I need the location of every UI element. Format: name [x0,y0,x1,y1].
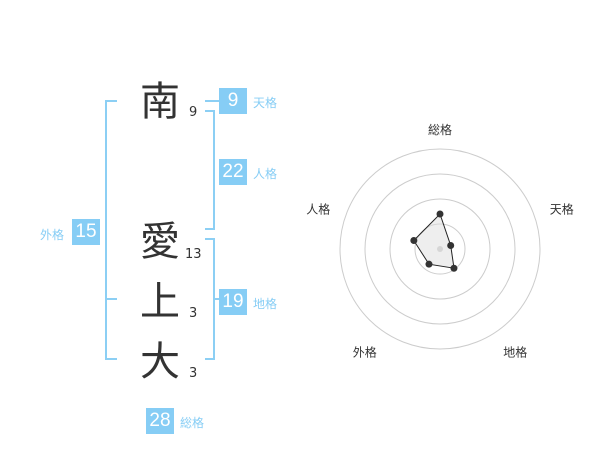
radar-axis-label-2: 地格 [503,345,527,360]
radar-ring-2 [389,198,491,300]
jinkaku-label: 人格 [253,167,278,181]
radar-ring-3 [364,173,516,325]
radar-axis-label-1: 天格 [550,201,574,216]
gaikaku-bracket-top [105,100,117,102]
chikaku-connector [213,298,221,300]
jinkaku-value: 22 [219,159,247,185]
radar-axis-label-0: 総格 [428,122,452,137]
stroke-count-2: 13 [185,247,202,262]
jinkaku-bracket-top [205,110,215,112]
jinkaku-bracket-vertical [213,110,215,230]
gaikaku-value: 15 [72,219,100,245]
stroke-count-3: 3 [189,306,198,321]
tenkaku-value: 9 [219,88,247,114]
gaikaku-bracket-mid [105,298,117,300]
radar-ring-4 [339,148,541,350]
soukaku-label: 総格 [180,416,205,430]
name-char-3: 上 [140,279,180,325]
jinkaku-bracket-bottom [205,228,215,230]
tenkaku-label: 天格 [253,96,278,110]
stroke-count-1: 9 [189,105,198,120]
tenkaku-connector [205,100,219,102]
radar-axis-label-4: 人格 [306,201,330,216]
radar-point-1 [447,242,455,250]
gaikaku-label: 外格 [40,228,65,242]
radar-point-0 [436,210,444,218]
soukaku-value: 28 [146,408,174,434]
chikaku-value: 19 [219,289,247,315]
name-char-4: 大 [140,339,180,385]
stroke-count-4: 3 [189,366,198,381]
gaikaku-bracket-vertical [105,100,107,360]
name-char-1: 南 [140,79,180,125]
radar-point-3 [425,260,433,268]
gaikaku-bracket-bottom [105,358,117,360]
radar-polygon [413,213,455,269]
chikaku-bracket-top [205,238,215,240]
name-char-2: 愛 [140,219,180,265]
radar-axis-label-3: 外格 [353,345,377,360]
radar-point-2 [450,264,458,272]
radar-point-4 [410,237,418,245]
chikaku-bracket-bottom [205,358,215,360]
chikaku-label: 地格 [253,297,278,311]
